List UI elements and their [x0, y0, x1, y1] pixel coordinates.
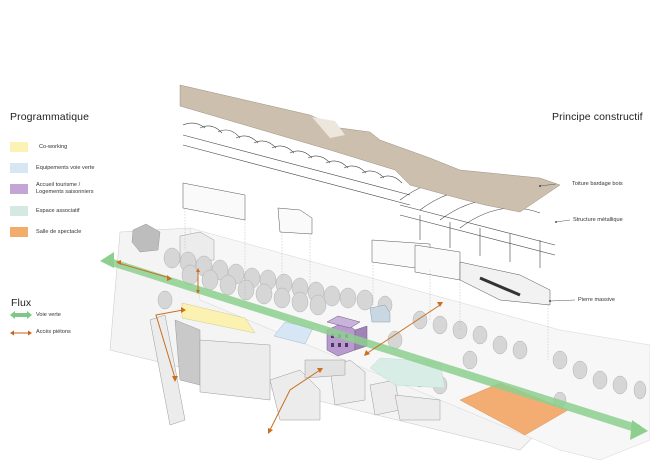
swatch-tourisme	[10, 184, 28, 194]
zone-coworking	[181, 302, 256, 334]
swatch-associatif	[10, 206, 28, 216]
roof-timber	[179, 84, 561, 213]
exploded-walls	[182, 182, 551, 306]
legend-item-associatif: Espace associatif	[10, 206, 80, 216]
swatch-equipements	[10, 163, 28, 173]
legend-flux-title: Flux	[11, 297, 32, 309]
legend-item-acces-pietons: Accès piétons	[10, 329, 71, 336]
voie-verte-path	[100, 252, 648, 440]
legend-programmatique-title: Programmatique	[10, 111, 90, 123]
callout-leaders	[539, 183, 576, 302]
legend-item-voie-verte: Voie verte	[10, 311, 61, 319]
principe-constructif-title: Principe constructif	[552, 111, 643, 123]
legend-item-tourisme: Accueil tourisme / Logements saisonniers	[10, 182, 94, 196]
double-arrow-thin-icon	[10, 330, 32, 335]
swatch-coworking	[10, 142, 28, 152]
callout-structure: Structure métallique	[573, 217, 623, 223]
projection-lines	[184, 208, 549, 360]
pedestrian-arrowheads	[116, 260, 443, 434]
swatch-spectacle	[10, 227, 28, 237]
callout-pierre: Pierre massive	[578, 297, 615, 303]
existing-buildings	[131, 223, 441, 426]
roof-skylight	[312, 117, 345, 138]
small-pavilion	[369, 304, 391, 323]
pedestrian-arrows	[117, 262, 441, 431]
legend-item-coworking: Co-working	[10, 142, 67, 152]
legend-item-equipements: Equipements voie verte	[10, 163, 94, 173]
legend-item-spectacle: Salle de spectacle	[10, 227, 81, 237]
callout-toiture: Toiture bardage bois	[572, 181, 623, 187]
double-arrow-thick-icon	[10, 311, 32, 319]
